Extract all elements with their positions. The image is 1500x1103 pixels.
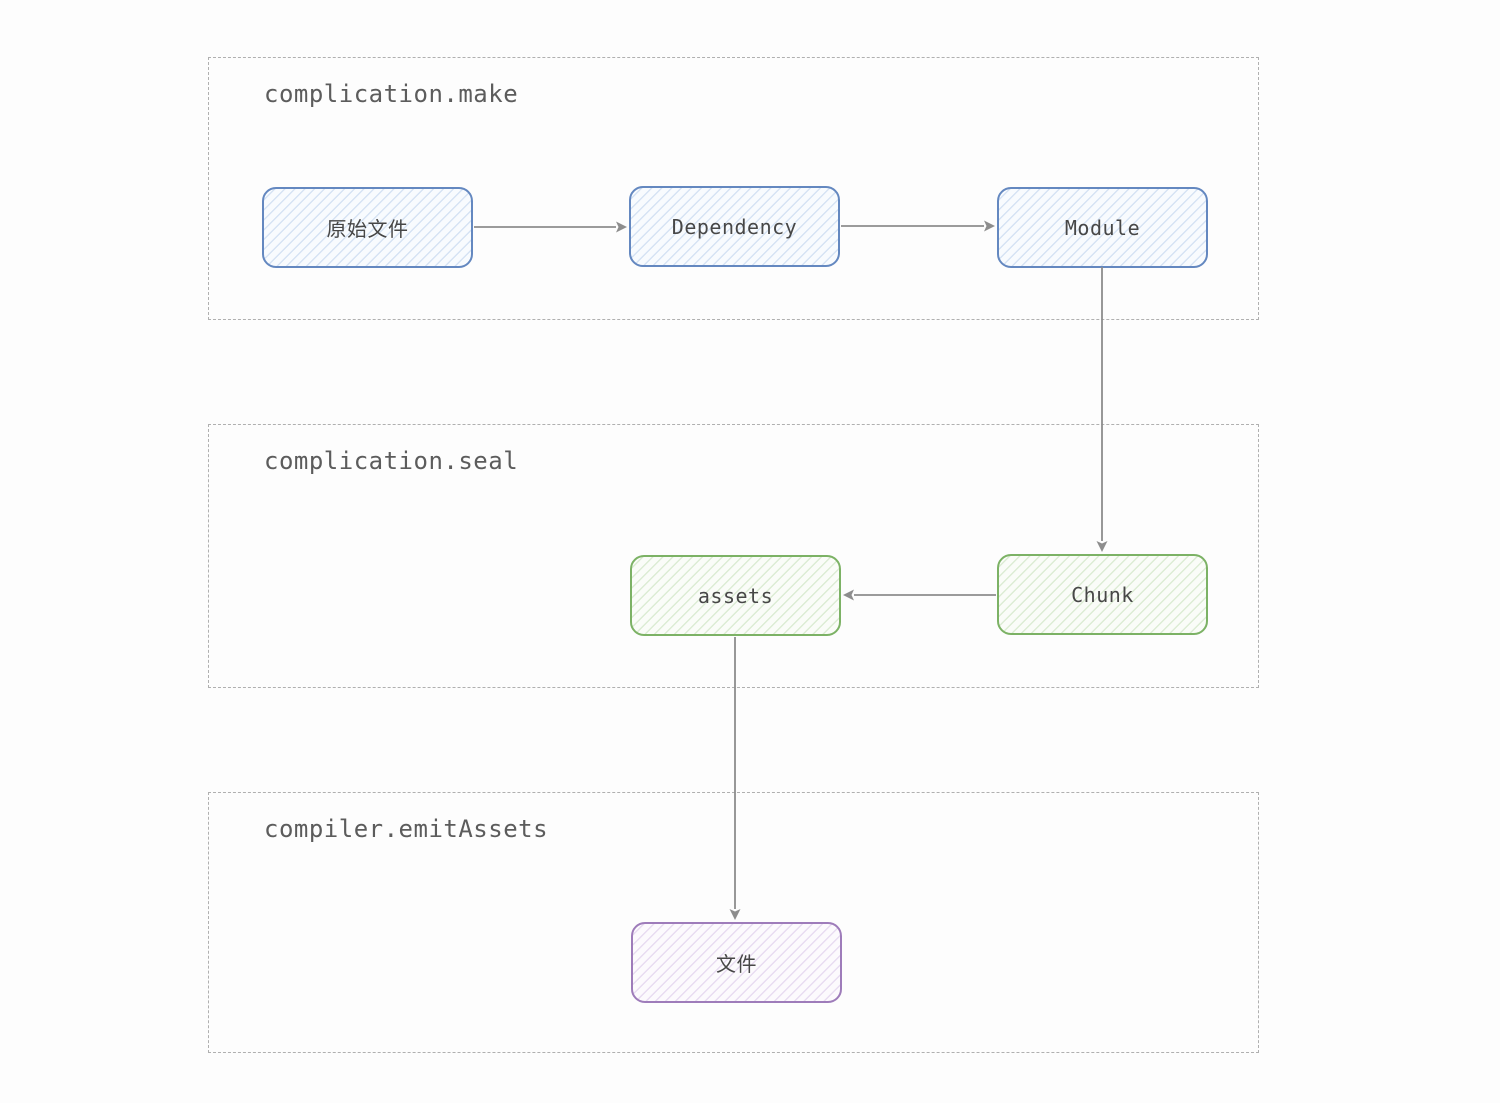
section-complication-seal: complication.seal: [208, 424, 1259, 688]
section-label: complication.make: [264, 80, 519, 108]
node-assets: assets: [630, 555, 841, 636]
section-compiler-emitAssets: compiler.emitAssets: [208, 792, 1259, 1053]
node-source-file: 原始文件: [262, 187, 473, 268]
node-label: assets: [697, 583, 774, 608]
node-label: Dependency: [671, 214, 798, 239]
node-label: 文件: [716, 952, 757, 976]
node-dependency: Dependency: [629, 186, 840, 267]
section-label: complication.seal: [264, 447, 519, 475]
node-label: Module: [1064, 215, 1141, 240]
section-label: compiler.emitAssets: [264, 815, 549, 843]
section-complication-make: complication.make: [208, 57, 1259, 320]
node-file: 文件: [631, 922, 842, 1003]
node-module: Module: [997, 187, 1208, 268]
node-label: Chunk: [1071, 582, 1134, 607]
node-chunk: Chunk: [997, 554, 1208, 635]
node-label: 原始文件: [326, 217, 409, 241]
